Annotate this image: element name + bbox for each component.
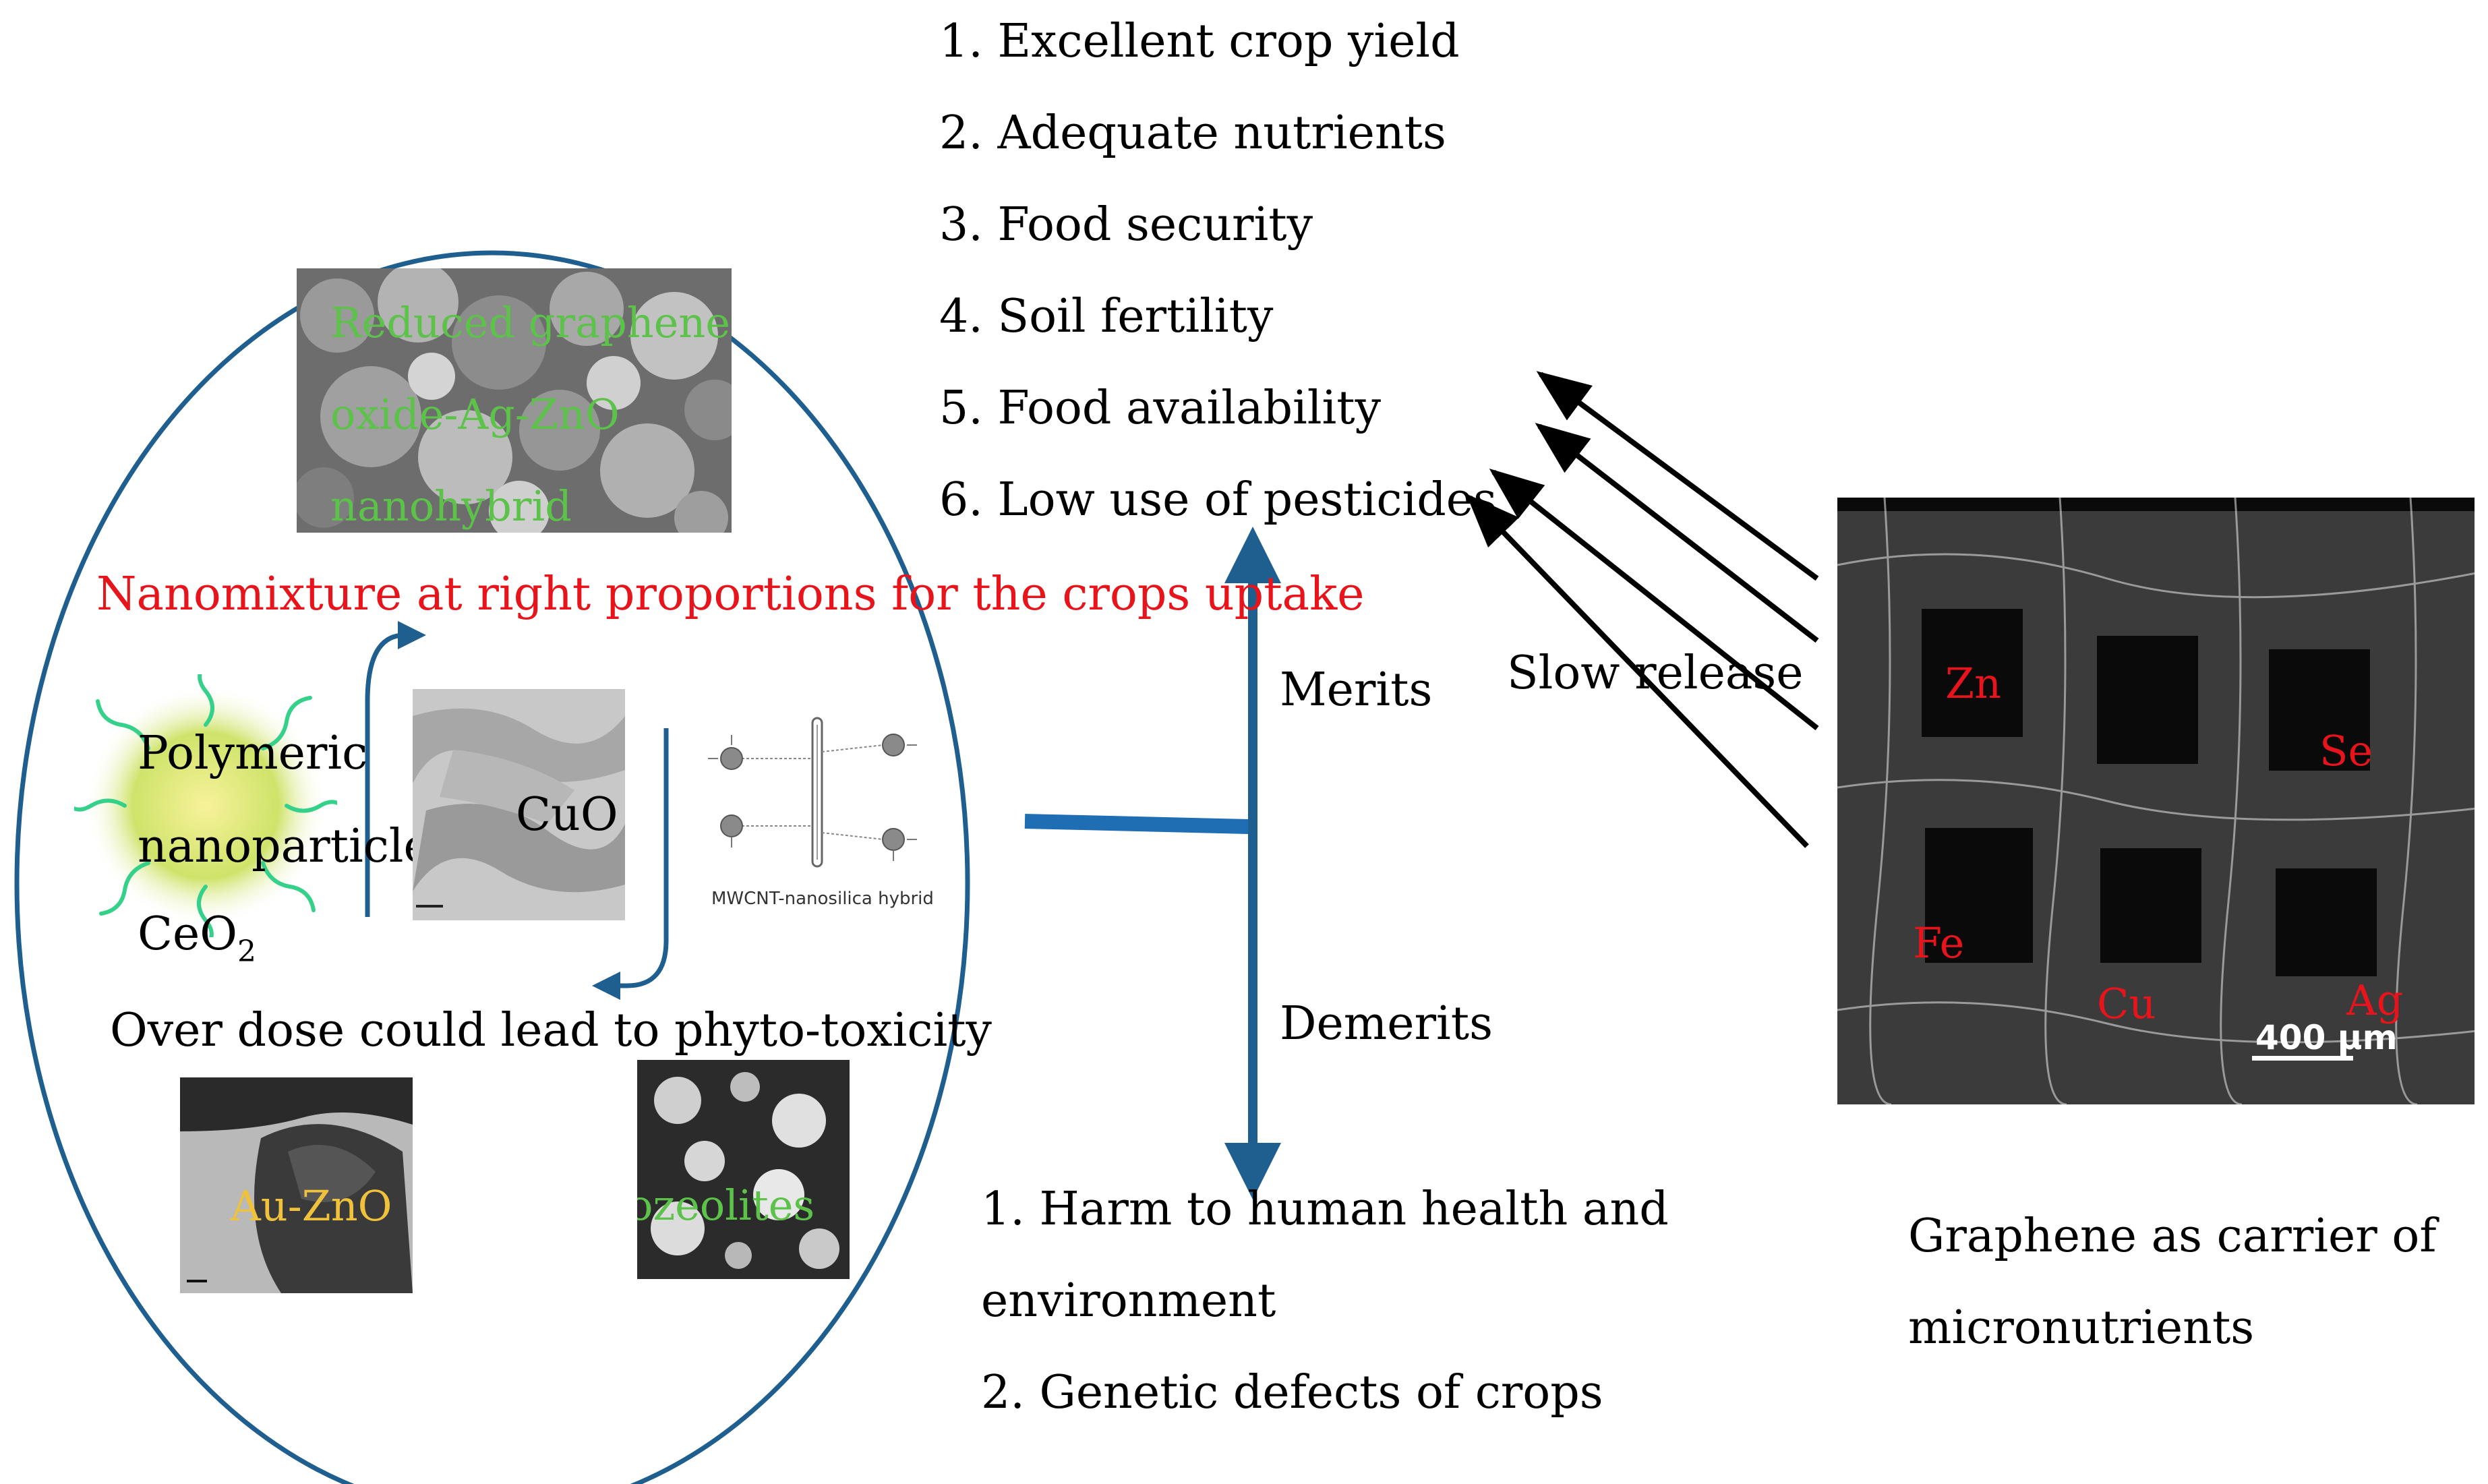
graphene-mesh-sem-image: Zn Se Fe Cu Ag 400 µm	[1837, 498, 2483, 1104]
mwcnt-label: MWCNT-nanosilica hybrid	[711, 889, 934, 909]
slow-release-arrow-3	[1489, 469, 1819, 731]
rgo-label-line2: oxide-Ag-ZnO	[330, 390, 620, 439]
nanozeolites-sem-image: Nanozeolites	[637, 1060, 850, 1279]
element-se-label: Se	[2319, 726, 2373, 775]
ceo2-text: CeO	[138, 908, 238, 961]
element-fe-label: Fe	[1913, 918, 1965, 968]
nanomaterials-ellipse	[14, 250, 970, 1484]
au-zno-tem-image: Au-ZnO	[180, 1077, 413, 1293]
polymeric-label-line2: nanoparticle	[138, 820, 431, 873]
demerits-label: Demerits	[1280, 997, 1493, 1050]
overdose-curve-arrow	[592, 728, 669, 1000]
merits-label: Merits	[1280, 663, 1433, 717]
cuo-tem-image	[413, 689, 625, 920]
uptake-curve-arrow	[365, 621, 426, 917]
demerit-item-1: 1. Harm to human health and	[981, 1183, 1669, 1236]
merit-item-2: 2. Adequate nutrients	[939, 107, 1446, 160]
demerit-item-2: 2. Genetic defects of crops	[981, 1366, 1603, 1419]
ceo2-label: CeO2	[138, 912, 256, 967]
rgo-label-line3: nanohybrid	[330, 481, 572, 531]
polymeric-nanoparticle-graphic	[74, 674, 337, 937]
slow-release-arrow-1	[1536, 371, 1819, 581]
element-ag-label: Ag	[2346, 976, 2404, 1025]
graphene-caption-line1: Graphene as carrier of	[1908, 1210, 2437, 1263]
demerit-item-1-cont: environment	[981, 1274, 1276, 1328]
ceo2-subscript: 2	[237, 934, 257, 969]
scale-bar-label: 400 µm	[2255, 1018, 2398, 1057]
merit-item-3: 3. Food security	[939, 198, 1313, 251]
merit-item-5: 5. Food availability	[939, 382, 1382, 435]
graphene-caption-line2: micronutrients	[1908, 1301, 2255, 1355]
element-cu-label: Cu	[2097, 979, 2156, 1028]
slow-release-label: Slow release	[1507, 647, 1804, 700]
slow-release-arrow-2	[1535, 423, 1819, 643]
slow-release-arrow-4	[1466, 494, 1809, 848]
overdose-caption: Over dose could lead to phyto-toxicity	[110, 1004, 992, 1057]
merit-item-4: 4. Soil fertility	[939, 290, 1274, 343]
polymeric-label-line1: Polymeric	[138, 727, 368, 780]
merit-item-1: 1. Excellent crop yield	[939, 15, 1460, 68]
horizontal-connector	[1024, 814, 1249, 834]
nanomixture-caption: Nanomixture at right proportions for the…	[96, 568, 1365, 621]
merit-item-6: 6. Low use of pesticides	[939, 473, 1497, 527]
element-zn-label: Zn	[1945, 659, 2002, 708]
au-zno-label: Au-ZnO	[231, 1181, 392, 1230]
nanozeolites-label: Nanozeolites	[637, 1181, 815, 1230]
rgo-sem-image: Reduced graphene oxide-Ag-ZnO nanohybrid	[297, 268, 732, 533]
mwcnt-nanosilica-diagram	[708, 717, 917, 868]
rgo-label-line1: Reduced graphene	[330, 298, 731, 347]
cuo-label: CuO	[516, 788, 618, 841]
